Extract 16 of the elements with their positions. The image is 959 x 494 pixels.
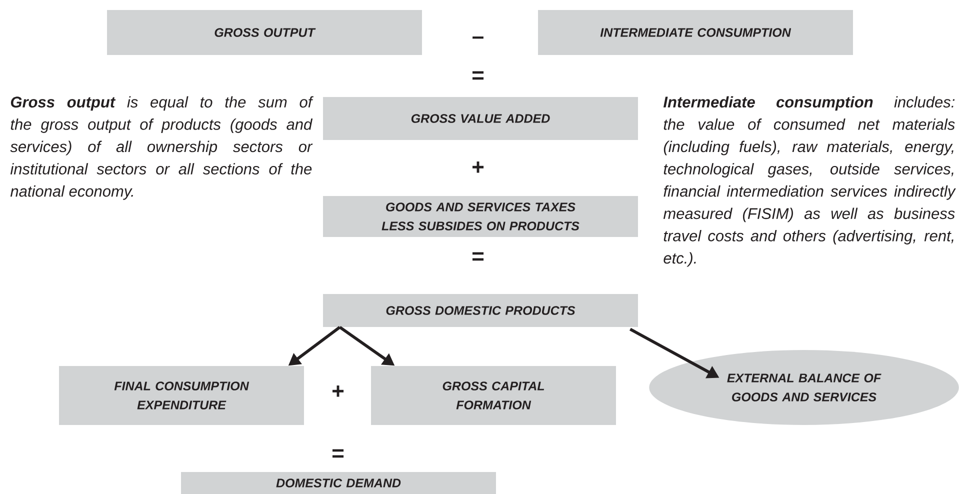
plus-sign: + <box>472 162 484 173</box>
process-box: FINAL CONSUMPTION EXPENDITURE <box>59 366 304 425</box>
equals-sign: = <box>472 252 484 261</box>
process-box: GROSS OUTPUT <box>107 10 422 55</box>
process-box: GROSS DOMESTIC PRODUCTS <box>323 294 638 327</box>
plus-sign: + <box>332 386 344 397</box>
equals-sign: = <box>332 449 344 458</box>
description-text: Gross output is equal to the sum of the gross output of products (goods and services) of all ownership sectors or institutional sectors or all sections of the national economy. <box>10 96 314 200</box>
process-box: GROSS VALUE ADDED <box>323 97 638 140</box>
process-box: GOODS AND SERVICES TAXES LESS SUBSIDES ON PRODUCTS <box>323 196 638 237</box>
minus-sign: – <box>472 36 484 39</box>
process-box: GROSS CAPITAL FORMATION <box>371 366 616 425</box>
description-text: Intermediate consumption includes: the value of consumed net materials (including fuels), raw materials, energy, technological gases, outside services, financial intermediation services indirectly measured (FISIM) as well as business travel costs and others (advertising, rent, etc.). <box>663 96 956 267</box>
equals-sign: = <box>472 71 484 80</box>
process-box: INTERMEDIATE CONSUMPTION <box>538 10 853 55</box>
process-box: DOMESTIC DEMAND <box>181 472 496 494</box>
